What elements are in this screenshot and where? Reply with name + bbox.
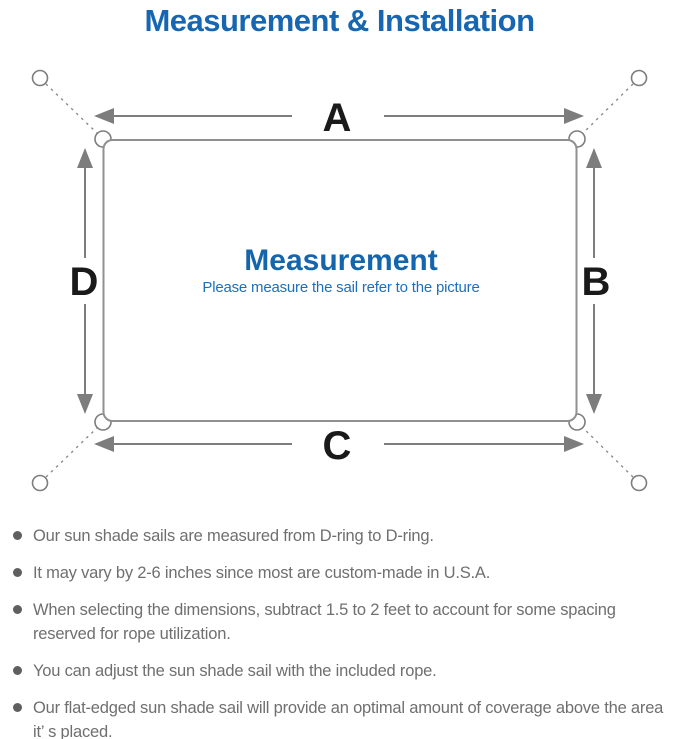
bullet-dot-icon: [13, 703, 22, 712]
note-text: Our sun shade sails are measured from D-…: [33, 527, 434, 545]
list-item: You can adjust the sun shade sail with t…: [13, 659, 668, 683]
measurement-diagram: A B C D Measurement Please measure the s…: [31, 69, 648, 492]
tether-line-top-left: [45, 83, 100, 136]
diagram-center-subtitle: Please measure the sail refer to the pic…: [202, 279, 479, 296]
note-text: It may vary by 2-6 inches since most are…: [33, 564, 491, 582]
diagram-center-title: Measurement: [244, 244, 437, 277]
anchor-rings: [31, 69, 648, 492]
note-text: When selecting the dimensions, subtract …: [33, 601, 616, 643]
notes-list: Our sun shade sails are measured from D-…: [13, 524, 668, 739]
tether-line-top-right: [580, 83, 634, 136]
dimension-label-c: C: [323, 424, 352, 468]
bullet-dot-icon: [13, 531, 22, 540]
note-text: You can adjust the sun shade sail with t…: [33, 662, 437, 680]
anchor-ring-icon-top-right: [630, 69, 648, 87]
note-text: Our flat-edged sun shade sail will provi…: [33, 699, 664, 739]
anchor-ring-icon-bottom-right: [630, 474, 648, 492]
anchor-ring-icon-top-left: [31, 69, 49, 87]
list-item: Our sun shade sails are measured from D-…: [13, 524, 668, 548]
tether-lines: [45, 83, 634, 478]
page-title: Measurement & Installation: [144, 3, 535, 38]
bullet-dot-icon: [13, 568, 22, 577]
bullet-dot-icon: [13, 666, 22, 675]
anchor-ring-icon-bottom-left: [31, 474, 49, 492]
bullet-dot-icon: [13, 605, 22, 614]
list-item: It may vary by 2-6 inches since most are…: [13, 561, 668, 585]
dimension-label-a: A: [323, 96, 352, 140]
list-item: Our flat-edged sun shade sail will provi…: [13, 696, 668, 739]
dimension-label-b: B: [582, 260, 611, 304]
shade-sail-outline: [102, 139, 578, 422]
tether-line-bottom-right: [580, 425, 634, 478]
tether-line-bottom-left: [45, 425, 100, 478]
dimension-label-d: D: [70, 260, 99, 304]
list-item: When selecting the dimensions, subtract …: [13, 598, 668, 646]
dimension-arrows: [77, 108, 602, 452]
